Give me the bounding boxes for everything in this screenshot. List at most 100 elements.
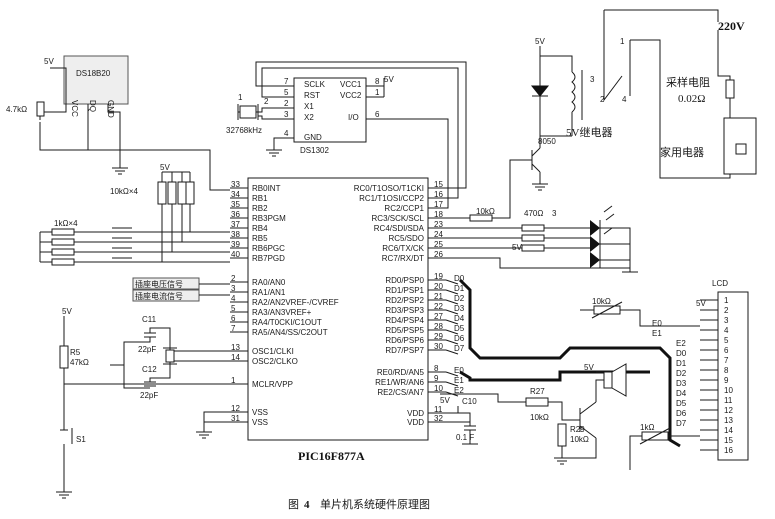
ds1302-pinnum-8: 8 [375, 77, 380, 86]
r-470-count: 3 [552, 209, 557, 218]
lcd-pot1-label: 10kΩ [592, 297, 611, 306]
lcd-left-label: D5 [676, 399, 687, 408]
lcd-left-label: D4 [676, 389, 687, 398]
mcu-right-pin-num: 27 [434, 312, 443, 321]
lcd-pin-num: 7 [724, 356, 729, 365]
mcu-right-pin-label: RD4/PSP4 [385, 316, 424, 325]
ds18b20-pin-dq: DQ [88, 100, 97, 112]
mcu-left-pin-num: 6 [231, 314, 236, 323]
mcu-left-pin-num: 36 [231, 210, 240, 219]
appliance-label: 家用电器 [660, 145, 704, 159]
mcu-left-pin-label: RB3PGM [252, 214, 286, 223]
relay-section: 5V 3 2 4 1 220V 5V继电器 8050 采样电阻 0.02Ω [440, 9, 757, 219]
bus-label-d: D1 [454, 284, 465, 293]
buzzer-5v-label: 5V [584, 363, 594, 372]
mcu-body [247, 177, 429, 441]
mcu-right-pin-label: RC2/CCP1 [384, 204, 424, 213]
bus-label-e: E0 [454, 366, 464, 375]
mcu-left-pin-label: RB1 [252, 194, 268, 203]
mcu-right-pin-label: RC4/SDI/SDA [374, 224, 425, 233]
ds18b20-pin-vcc: VCC [70, 100, 79, 117]
ds1302-pinnum-4: 4 [284, 129, 289, 138]
ac-220v-label: 220V [718, 19, 745, 33]
s1-label: S1 [76, 435, 86, 444]
r5-value: 47kΩ [70, 358, 89, 367]
caption-prefix: 图 [288, 498, 299, 511]
mcu-left-pin-label: RB6PGC [252, 244, 285, 253]
lcd-pin-num: 5 [724, 336, 729, 345]
lcd-left-label: D2 [676, 369, 687, 378]
relay-5v-label: 5V [535, 37, 545, 46]
mcu-right-pin-num: 18 [434, 210, 443, 219]
mcu-right-pins: 15RC0/T1OSO/T1CKI16RC1/T1OSI/CCP217RC2/C… [354, 180, 446, 427]
r5-label: R5 [70, 348, 81, 357]
mcu-right-pin-num: 23 [434, 220, 443, 229]
bus-stub [445, 279, 459, 285]
mcu-left-pin-label: MCLR/VPP [252, 380, 293, 389]
sense-resistor-label: 采样电阻 [666, 75, 710, 89]
ds1302-x2: X2 [304, 113, 314, 122]
lcd-pin-num: 4 [724, 326, 729, 335]
mcu-left-pin-label: RB4 [252, 224, 268, 233]
mcu-right-pin-label: RC1/T1OSI/CCP2 [359, 194, 424, 203]
vdd-5v-label: 5V [440, 396, 450, 405]
mcu-right-pin-num: 15 [434, 180, 443, 189]
signal-voltage: 插座电压信号 [135, 279, 183, 289]
ds1302-x1: X1 [304, 102, 314, 111]
c11-value: 22pF [138, 345, 156, 354]
crystal-label: 32768kHz [226, 126, 262, 135]
mcu-left-pin-num: 1 [231, 376, 236, 385]
sense-resistor-value: 0.02Ω [678, 93, 705, 105]
caption-text: 单片机系统硬件原理图 [320, 497, 430, 511]
ds1302-pinnum-5: 5 [284, 88, 289, 97]
mcu-right-pin-num: 28 [434, 322, 443, 331]
mcu-left-pin-num: 14 [231, 353, 240, 362]
mcu-right-pin-num: 11 [434, 405, 443, 414]
mcu-left-pin-num: 4 [231, 294, 236, 303]
bus-label-d: D3 [454, 304, 465, 313]
bus-label-e: E1 [454, 376, 464, 385]
lcd-left-label: E1 [652, 329, 662, 338]
bus-label-d: D6 [454, 334, 465, 343]
key-row-2 [40, 237, 230, 246]
ds18b20-name: DS18B20 [76, 69, 111, 78]
mcu-left-pin-num: 13 [231, 343, 240, 352]
ds1302-rtc: SCLK RST X1 X2 GND VCC1 VCC2 I/O DS1302 [293, 77, 367, 155]
c10-value: 0.1 F [456, 433, 474, 442]
mcu-right-pin-label: VDD [407, 409, 424, 418]
mcu-left-pin-num: 34 [231, 190, 240, 199]
mcu-left-pin-num: 35 [231, 200, 240, 209]
ds1302-vcc2: VCC2 [340, 91, 362, 100]
mcu-left-pin-label: RB7PGD [252, 254, 285, 263]
relay-pin-1: 1 [620, 37, 625, 46]
relay-pin-3: 3 [590, 75, 595, 84]
mcu-right-pin-num: 32 [434, 414, 443, 423]
bus-stub-e [445, 381, 459, 387]
ds1302-pinnum-2: 2 [284, 99, 289, 108]
mcu-right-pin-label: VDD [407, 418, 424, 427]
mcu-left-pin-label: RA5/AN4/SS/C2OUT [252, 328, 328, 337]
relay-pin-4: 4 [622, 95, 627, 104]
ds1302-pinnum-7: 7 [284, 77, 289, 86]
mcu-right-pin-label: RD5/PSP5 [385, 326, 424, 335]
figure-caption: 图 4 单片机系统硬件原理图 [288, 497, 430, 511]
ds1302-pinnum-6: 6 [375, 110, 380, 119]
oscillator-section: C11 C12 22pF 22pF [110, 315, 230, 400]
key-row-1 [40, 227, 230, 236]
mcu-left-pin-label: VSS [252, 418, 268, 427]
lcd-left-label: D1 [676, 359, 687, 368]
mcu-left-pin-label: RB5 [252, 234, 268, 243]
pullup-array-label: 10kΩ×4 [110, 187, 139, 196]
mcu-right-pin-label: RE0/RD/AN5 [377, 368, 425, 377]
ds18b20-pin-gnd: GND [106, 100, 115, 118]
lcd-left-label: E0 [652, 319, 662, 328]
reset-5v-label: 5V [62, 307, 72, 316]
ds1302-gnd: GND [304, 133, 322, 142]
r29-label: R29 [570, 425, 585, 434]
mcu-left-pin-label: RA3/AN3VREF+ [252, 308, 312, 317]
mcu-right-pin-label: RC0/T1OSO/T1CKI [354, 184, 424, 193]
mcu-left-pin-label: OSC1/CLKI [252, 347, 294, 356]
bus-stub [445, 289, 459, 295]
mcu-right-pin-label: RD3/PSP3 [385, 306, 424, 315]
